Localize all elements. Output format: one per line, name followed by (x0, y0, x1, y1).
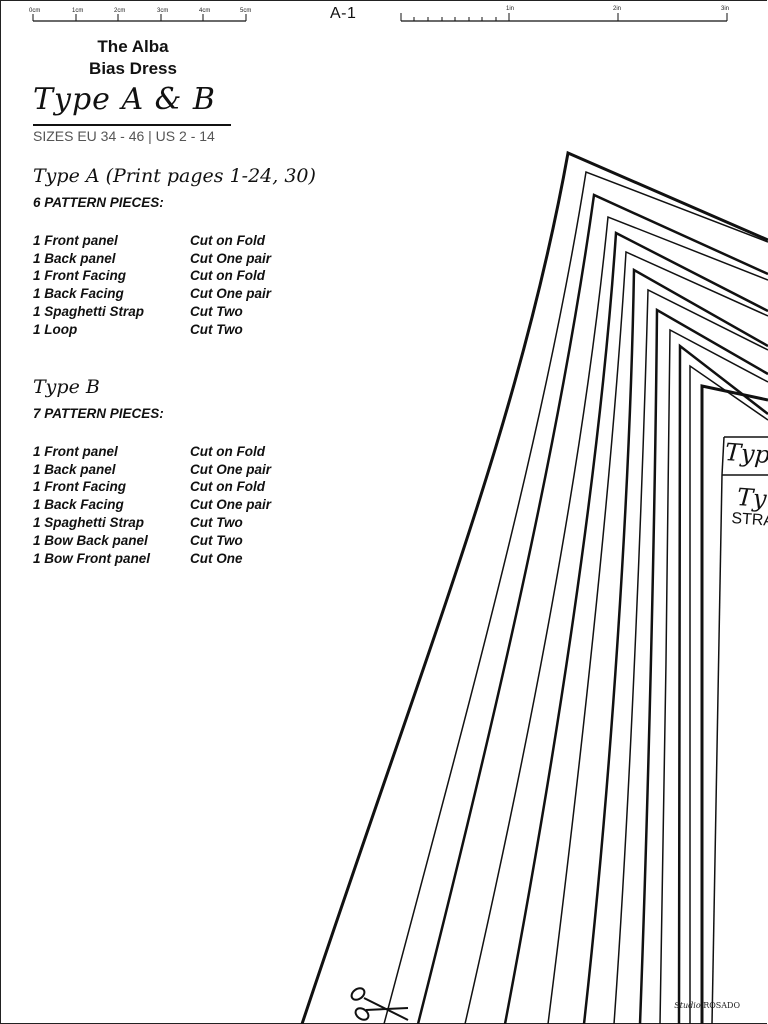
ruler-label-4cm: 4cm (199, 8, 211, 14)
pattern-line (638, 307, 768, 1024)
pattern-line (677, 343, 768, 1024)
piece-cut: Cut Two (190, 304, 243, 319)
type-a-piece-row: 1 Front Facing Cut on Fold (33, 268, 333, 286)
type-b-piece-row: 1 Front panel Cut on Fold (33, 444, 333, 462)
page-id: A-1 (330, 5, 357, 22)
piece-name: 1 Spaghetti Strap (33, 515, 145, 530)
ruler-label-1in: 1in (506, 6, 515, 12)
pattern-line (582, 267, 768, 1024)
piece-cut: Cut Two (190, 515, 243, 530)
piece-cut: Cut on Fold (190, 268, 265, 283)
type-a-piece-row: 1 Loop Cut Two (33, 322, 333, 340)
piece-name: 1 Back Facing (33, 497, 124, 512)
ruler-label-5cm: 5cm (240, 8, 252, 14)
piece-name: 1 Bow Front panel (33, 551, 151, 566)
type-b-piece-row: 1 Bow Back panel Cut Two (33, 533, 333, 551)
type-b-heading: Type B (33, 376, 100, 398)
title-divider (33, 124, 231, 126)
piece-cut: Cut Two (190, 322, 243, 337)
piece-name: 1 Loop (33, 322, 78, 337)
pattern-line (613, 288, 768, 1024)
type-a-heading: Type A (Print pages 1-24, 30) (33, 165, 316, 187)
piece-name: 1 Front panel (33, 233, 118, 248)
rulers (32, 13, 728, 22)
ruler-label-3in: 3in (721, 6, 730, 12)
pattern-piece-label-mid: Ty (736, 483, 768, 513)
piece-cut: Cut on Fold (190, 479, 265, 494)
cm-ruler (32, 14, 247, 22)
piece-cut: Cut on Fold (190, 233, 265, 248)
type-a-piece-row: 1 Back Facing Cut One pair (33, 286, 333, 304)
type-a-piece-count: 6 PATTERN PIECES: (33, 195, 164, 210)
pattern-line (659, 328, 768, 1024)
type-b-piece-row: 1 Front Facing Cut on Fold (33, 479, 333, 497)
piece-cut: Cut One pair (190, 286, 272, 301)
studio-stamp: Studio ROSADO (674, 1001, 740, 1010)
type-a-piece-row: 1 Back panel Cut One pair (33, 251, 333, 269)
pattern-piece-label-top: Typ (724, 438, 768, 470)
pattern-line (300, 150, 768, 1024)
ruler-label-0cm: 0cm (29, 8, 41, 14)
piece-cut: Cut Two (190, 533, 243, 548)
scissors-icon (350, 987, 409, 1021)
pattern-name-line1: The Alba (97, 37, 169, 56)
pattern-line (547, 250, 768, 1024)
label-box (711, 436, 768, 1024)
type-title: Type A & B (33, 82, 216, 117)
piece-cut: Cut on Fold (190, 444, 265, 459)
piece-cut: Cut One pair (190, 251, 272, 266)
piece-cut: Cut One pair (190, 462, 272, 477)
piece-name: 1 Spaghetti Strap (33, 304, 145, 319)
stamp-brand: ROSADO (703, 1001, 740, 1010)
inch-ruler (400, 13, 728, 22)
ruler-label-2in: 2in (613, 6, 622, 12)
stamp-studio: Studio (674, 1001, 701, 1010)
type-b-piece-row: 1 Back Facing Cut One pair (33, 497, 333, 515)
ruler-label-3cm: 3cm (157, 8, 169, 14)
type-b-piece-count: 7 PATTERN PIECES: (33, 406, 164, 421)
piece-cut: Cut One (190, 551, 243, 566)
pattern-name-line2: Bias Dress (89, 59, 177, 78)
pattern-line (503, 231, 768, 1024)
pattern-line (464, 215, 768, 1024)
sizes-label: SIZES EU 34 - 46 | US 2 - 14 (33, 128, 215, 144)
piece-name: 1 Front Facing (33, 479, 127, 494)
type-a-piece-row: 1 Spaghetti Strap Cut Two (33, 304, 333, 322)
ruler-label-2cm: 2cm (114, 8, 126, 14)
ruler-label-1cm: 1cm (72, 8, 84, 14)
pattern-piece-label-sub: STRA (730, 510, 768, 530)
piece-name: 1 Back Facing (33, 286, 124, 301)
piece-name: 1 Front panel (33, 444, 118, 459)
pattern-line (383, 170, 768, 1024)
piece-name: 1 Back panel (33, 251, 116, 266)
type-a-piece-row: 1 Front panel Cut on Fold (33, 233, 333, 251)
piece-name: 1 Back panel (33, 462, 116, 477)
pattern-line (416, 193, 768, 1024)
piece-name: 1 Bow Back panel (33, 533, 148, 548)
piece-name: 1 Front Facing (33, 268, 127, 283)
pattern-line (689, 364, 768, 1024)
type-b-piece-row: 1 Spaghetti Strap Cut Two (33, 515, 333, 533)
pattern-line (700, 384, 768, 1024)
type-b-piece-row: 1 Bow Front panel Cut One (33, 551, 333, 569)
piece-cut: Cut One pair (190, 497, 272, 512)
type-b-piece-row: 1 Back panel Cut One pair (33, 462, 333, 480)
